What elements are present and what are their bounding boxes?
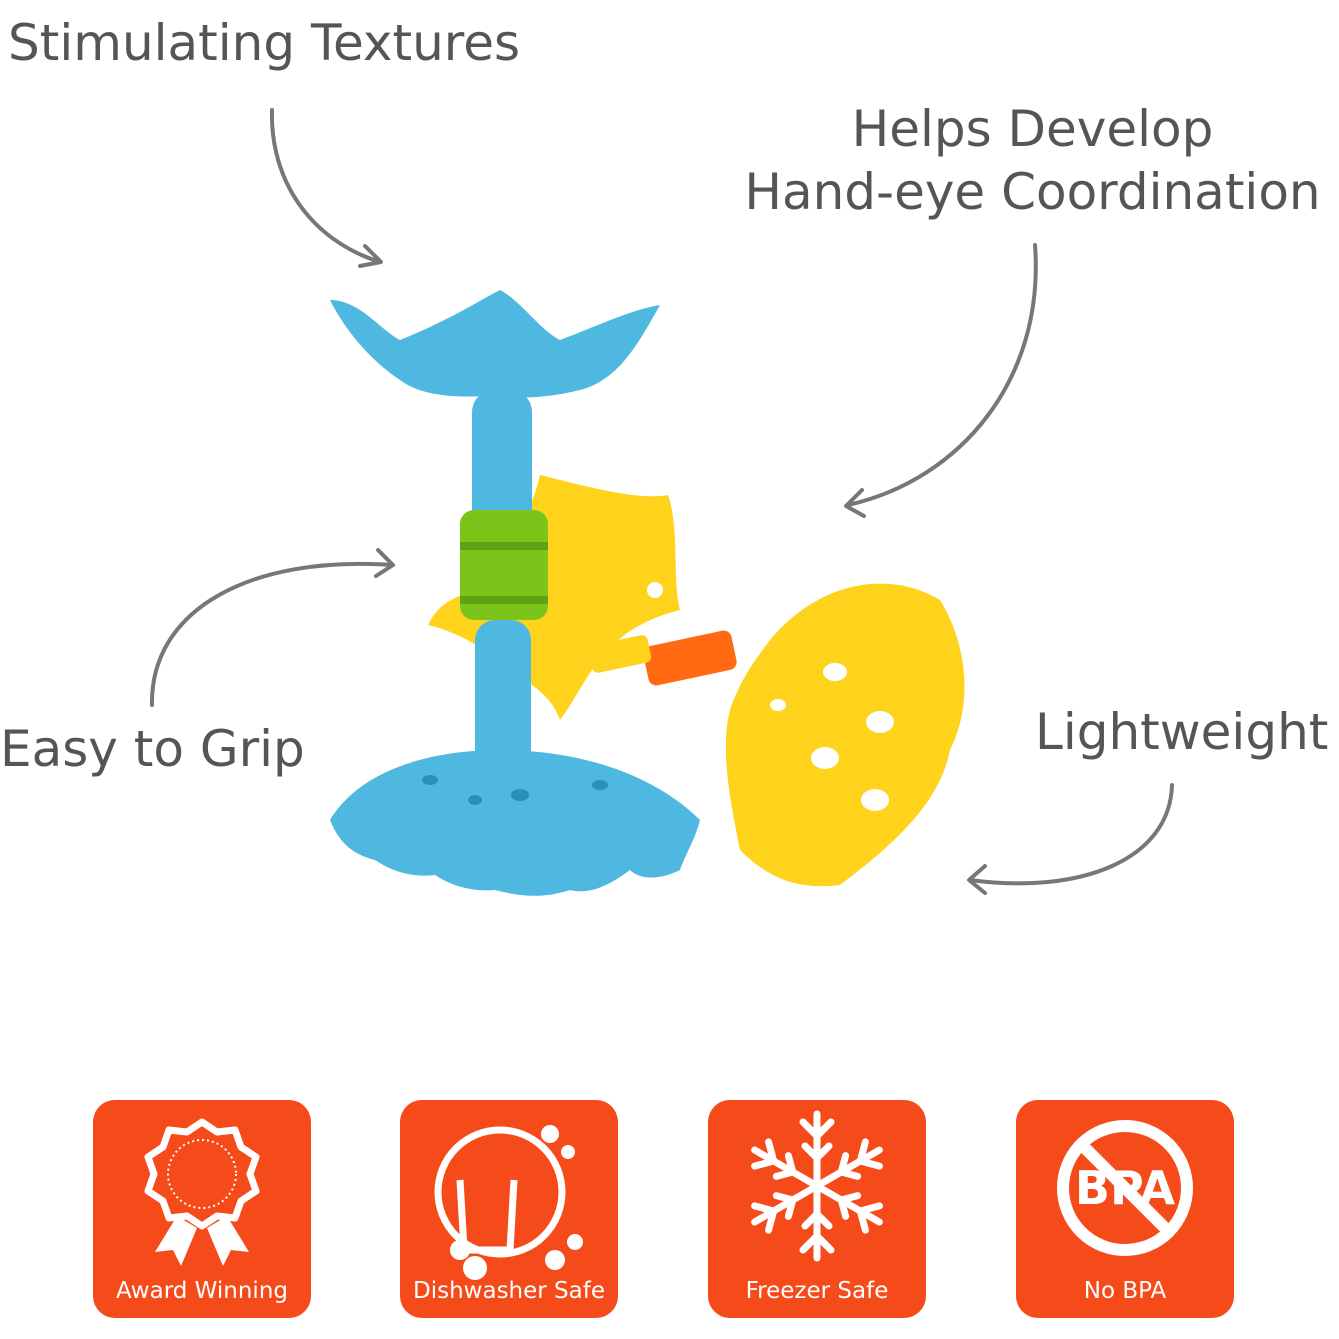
- blue-top-cup: [330, 290, 660, 398]
- orange-connector: [643, 630, 737, 686]
- disc-holes: [770, 663, 894, 811]
- badge-label: Dishwasher Safe: [413, 1278, 605, 1304]
- snowflake-icon: [708, 1110, 926, 1318]
- callout-arrows: [149, 108, 1174, 895]
- badge-freezer-safe: Freezer Safe: [708, 1100, 926, 1318]
- award-ribbon-icon: [144, 1118, 260, 1266]
- blue-stem-upper: [472, 390, 532, 540]
- blue-base: [330, 750, 700, 896]
- arrow-handeye: [846, 243, 1038, 507]
- callout-easy-to-grip: Easy to Grip: [0, 720, 305, 778]
- badge-award-winning: Award Winning: [93, 1100, 311, 1318]
- callout-stimulating-textures: Stimulating Textures: [8, 14, 521, 72]
- badge-label: No BPA: [1083, 1278, 1167, 1304]
- badge-label: Award Winning: [115, 1278, 289, 1304]
- dishwasher-icon: [434, 1125, 583, 1280]
- callout-hand-eye-line2: Hand-eye Coordination: [744, 163, 1321, 221]
- callout-hand-eye-line1: Helps Develop: [851, 100, 1214, 158]
- arrow-handeye-head: [844, 488, 866, 518]
- arrow-grip-head: [374, 548, 395, 578]
- arrow-textures: [269, 108, 382, 264]
- badge-label: Freezer Safe: [745, 1278, 889, 1304]
- arrow-light: [968, 783, 1174, 886]
- callout-lightweight: Lightweight: [1035, 703, 1329, 761]
- green-connector: [460, 510, 548, 620]
- base-holes: [422, 775, 608, 805]
- arrow-grip: [149, 561, 394, 707]
- arrow-textures-head: [358, 244, 383, 268]
- no-bpa-icon: BPA: [1057, 1120, 1193, 1256]
- yellow-disc-front: [725, 583, 965, 887]
- teether-toy-image: [330, 290, 965, 896]
- blue-stem-lower: [475, 620, 531, 770]
- badge-dishwasher-safe: Dishwasher Safe: [400, 1100, 618, 1318]
- arrow-light-head: [967, 864, 987, 895]
- callout-hand-eye-coordination: Helps Develop Hand-eye Coordination: [730, 102, 1335, 228]
- badge-no-bpa: BPA No BPA: [1016, 1100, 1234, 1318]
- yellow-star-back: [428, 475, 680, 720]
